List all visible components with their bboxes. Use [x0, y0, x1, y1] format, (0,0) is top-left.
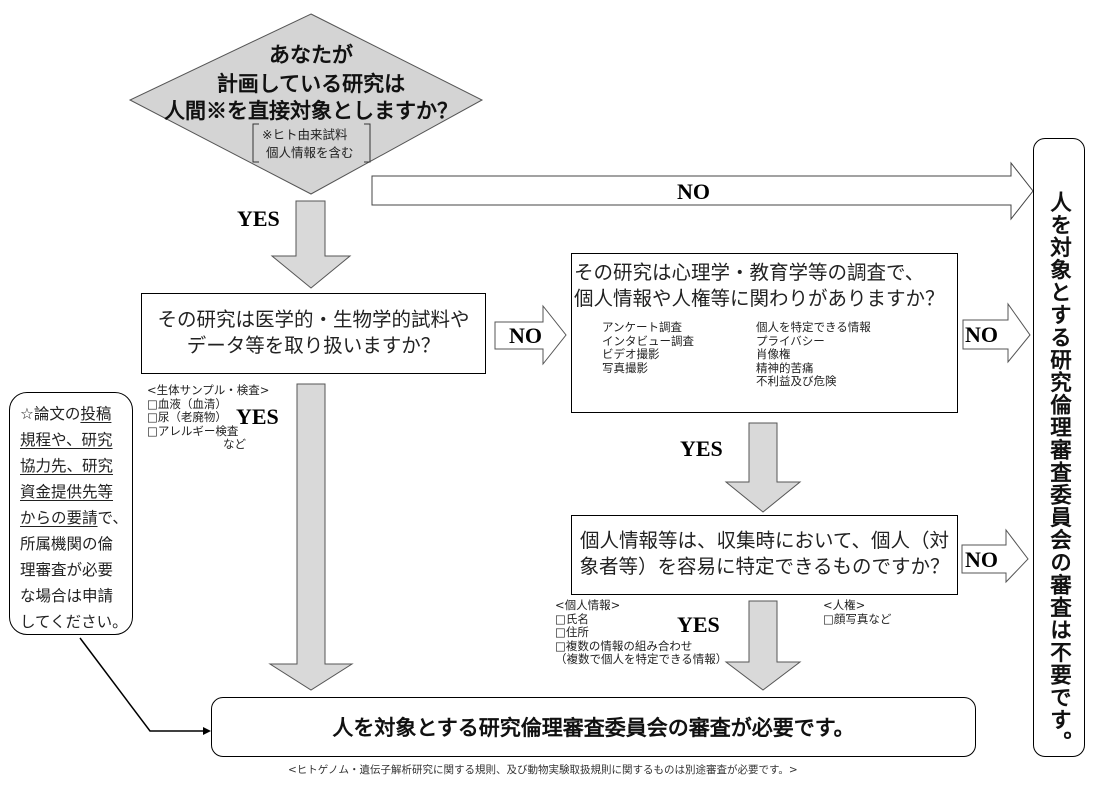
- q4-rights-item: □顔写真など: [823, 611, 892, 626]
- side-note-line: 理審査が必要: [20, 561, 114, 579]
- yes-arrow-q2: [268, 383, 354, 691]
- q4-personal-item: □複数の情報の組み合わせ: [555, 638, 693, 653]
- q3-left-item: アンケート調査: [602, 320, 683, 334]
- no-arrow-top: [371, 161, 1034, 221]
- q3-left-item: インタビュー調査: [602, 333, 694, 348]
- yes-label-1: YES: [237, 206, 280, 231]
- footnote: <ヒトゲノム・遺伝子解析研究に関する規則、及び動物実験取扱規則に関するものは別途…: [288, 764, 798, 776]
- side-note-line: 資金提供先等: [20, 483, 114, 501]
- no-label-top: NO: [677, 179, 710, 204]
- no-label-q4: NO: [965, 547, 998, 572]
- result-review-not-required-text: 人を対象とする研究倫理審査委員会の審査は不要です。: [1046, 191, 1072, 754]
- note-bracket-left: [252, 123, 259, 163]
- q4-personal-title: <個人情報>: [555, 598, 621, 612]
- result-review-not-required: 人を対象とする研究倫理審査委員会の審査は不要です。: [1033, 138, 1085, 757]
- yes-arrow-1: [270, 200, 352, 289]
- q3-left-list: アンケート調査 インタビュー調査 ビデオ撮影 写真撮影: [602, 320, 694, 375]
- result-review-required: 人を対象とする研究倫理審査委員会の審査が必要です。: [211, 697, 976, 757]
- yes-label-q3: YES: [680, 436, 723, 461]
- q4-personal-item: □氏名: [555, 611, 589, 626]
- question-box-biomedical: その研究は医学的・生物学的試料や データ等を取り扱いますか？: [141, 293, 486, 374]
- no-label-q2: NO: [509, 323, 542, 348]
- start-decision-diamond: [128, 13, 484, 195]
- yes-label-q2: YES: [236, 404, 279, 429]
- q2-example-item: □血液（血清）: [147, 396, 227, 411]
- q2-examples: <生体サンプル・検査> □血液（血清） □尿（老廃物） □アレルギー検査 など: [147, 383, 270, 452]
- q3-left-item: 写真撮影: [602, 360, 648, 375]
- side-note-line: 規程や、研究: [20, 431, 113, 449]
- yes-label-q4: YES: [677, 612, 720, 637]
- side-note-box: ☆論文の投稿 規程や、研究 協力先、研究 資金提供先等 からの要請で、 所属機関…: [9, 392, 133, 635]
- result-review-required-text: 人を対象とする研究倫理審査委員会の審査が必要です。: [332, 715, 855, 740]
- connector-arrowhead: [203, 727, 211, 735]
- q4-rights-title: <人権>: [823, 598, 866, 612]
- no-label-q3: NO: [965, 322, 998, 347]
- question-box-psychology: その研究は心理学・教育学等の調査で、 個人情報や人権等に関わりがありますか？ ア…: [571, 253, 958, 413]
- start-question-line2: 計画している研究は: [216, 71, 406, 96]
- q3-right-item: 個人を特定できる情報: [756, 320, 871, 334]
- start-question-line1: あなたが: [269, 42, 353, 67]
- q4-personal-list: <個人情報> □氏名 □住所 □複数の情報の組み合わせ （複数で個人を特定できる…: [555, 598, 728, 667]
- no-arrow-q4: [961, 528, 1029, 584]
- q4-line2: 象者等）を容易に特定できるものですか？: [579, 555, 950, 578]
- q2-example-item: □アレルギー検査: [147, 423, 239, 438]
- q3-right-item: 不利益及び危険: [756, 374, 837, 388]
- q2-example-item: □尿（老廃物）: [147, 410, 227, 424]
- yes-arrow-q4: [724, 600, 802, 691]
- yes-arrow-q3: [724, 422, 802, 513]
- q3-right-item: 肖像権: [756, 347, 791, 361]
- q4-rights-list: <人権> □顔写真など: [823, 598, 892, 626]
- q2-line2: データ等を取り扱いますか？: [186, 334, 441, 357]
- q2-examples-title: <生体サンプル・検査>: [147, 383, 270, 397]
- side-note-connector: [79, 637, 205, 732]
- question-box-identifiable: 個人情報等は、収集時において、個人（対 象者等）を容易に特定できるものですか？: [571, 515, 958, 595]
- q3-line2: 個人情報や人権等に関わりがありますか？: [574, 287, 945, 310]
- side-note-line: してください。: [20, 613, 128, 631]
- side-note-line: ☆論文の投稿: [20, 405, 112, 423]
- note-bracket-right: [364, 123, 371, 163]
- side-note-line: からの要請で、: [20, 509, 128, 527]
- start-note-line1: ※ヒト由来試料: [262, 127, 348, 142]
- side-note-line: 所属機関の倫: [20, 535, 114, 553]
- side-note-line: 協力先、研究: [20, 457, 114, 475]
- side-note-line: な場合は申請: [20, 587, 114, 605]
- q4-personal-item: □住所: [555, 625, 589, 639]
- q3-right-list: 個人を特定できる情報 プライバシー 肖像権 精神的苦痛 不利益及び危険: [756, 320, 871, 389]
- start-question-line3: 人間※を直接対象としますか？: [164, 98, 458, 123]
- no-arrow-q2: [494, 304, 567, 366]
- q4-line1: 個人情報等は、収集時において、個人（対: [580, 529, 949, 552]
- q3-right-item: 精神的苦痛: [756, 360, 814, 375]
- no-arrow-q3: [962, 302, 1031, 364]
- start-note-line2: 個人情報を含む: [266, 145, 354, 160]
- q4-personal-item: （複数で個人を特定できる情報）: [555, 652, 728, 666]
- q2-line1: その研究は医学的・生物学的試料や: [157, 308, 470, 331]
- q3-line1: その研究は心理学・教育学等の調査で、: [574, 261, 925, 284]
- q3-right-item: プライバシー: [756, 333, 825, 348]
- q2-examples-suffix: など: [223, 437, 246, 451]
- q3-left-item: ビデオ撮影: [602, 347, 660, 361]
